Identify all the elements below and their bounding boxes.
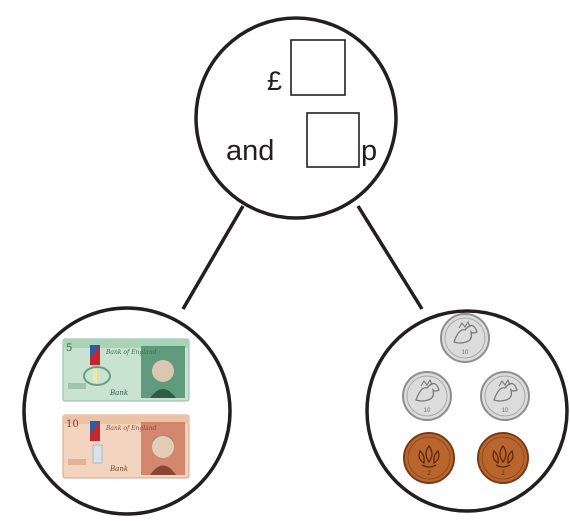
coins: 10 10 10 2 2	[402, 313, 530, 484]
and-label: and	[226, 135, 274, 167]
five-note-sign: Bank	[109, 389, 128, 397]
lion-emblem-icon	[415, 378, 440, 402]
coin-value-label: 2	[501, 471, 505, 477]
feathers-emblem-icon	[492, 444, 514, 468]
pence-symbol: p	[361, 135, 377, 167]
part-circle-coins: 10 10 10 2 2	[365, 309, 569, 513]
five-note-bank-text: Bank of England	[105, 349, 157, 356]
ten-note-number: 10	[66, 419, 79, 430]
part-circle-notes: 5 Bank of England Bank 10 Bank of Englan…	[22, 306, 232, 516]
lion-emblem-icon	[453, 320, 478, 344]
coin-value-label: 2	[427, 471, 431, 477]
pound-symbol: £	[267, 66, 282, 96]
queen-portrait-icon	[152, 360, 174, 382]
connector-right	[356, 205, 424, 310]
lion-emblem-icon	[493, 378, 518, 402]
ten-pence-coin: 10	[440, 313, 490, 363]
pence-answer-box[interactable]	[306, 112, 360, 168]
queen-portrait-icon	[152, 436, 174, 458]
five-pound-note: 5 Bank of England Bank	[62, 338, 190, 402]
ten-pence-coin: 10	[480, 371, 530, 421]
ten-note-bank-text: Bank of England	[105, 425, 157, 432]
coin-value-label: 10	[462, 350, 469, 356]
ten-pound-note: 10 Bank of England Bank	[62, 414, 190, 479]
whole-circle: £ and p	[194, 16, 398, 220]
five-note-number: 5	[66, 343, 72, 354]
ten-pence-coin: 10	[402, 371, 452, 421]
coin-value-label: 10	[502, 408, 509, 414]
coin-value-label: 10	[424, 408, 431, 414]
two-pence-coin: 2	[477, 432, 529, 484]
feathers-emblem-icon	[418, 444, 440, 468]
ten-note-sign: Bank	[109, 465, 128, 473]
connector-left	[181, 205, 245, 310]
two-pence-coin: 2	[403, 432, 455, 484]
pounds-answer-box[interactable]	[290, 39, 346, 96]
